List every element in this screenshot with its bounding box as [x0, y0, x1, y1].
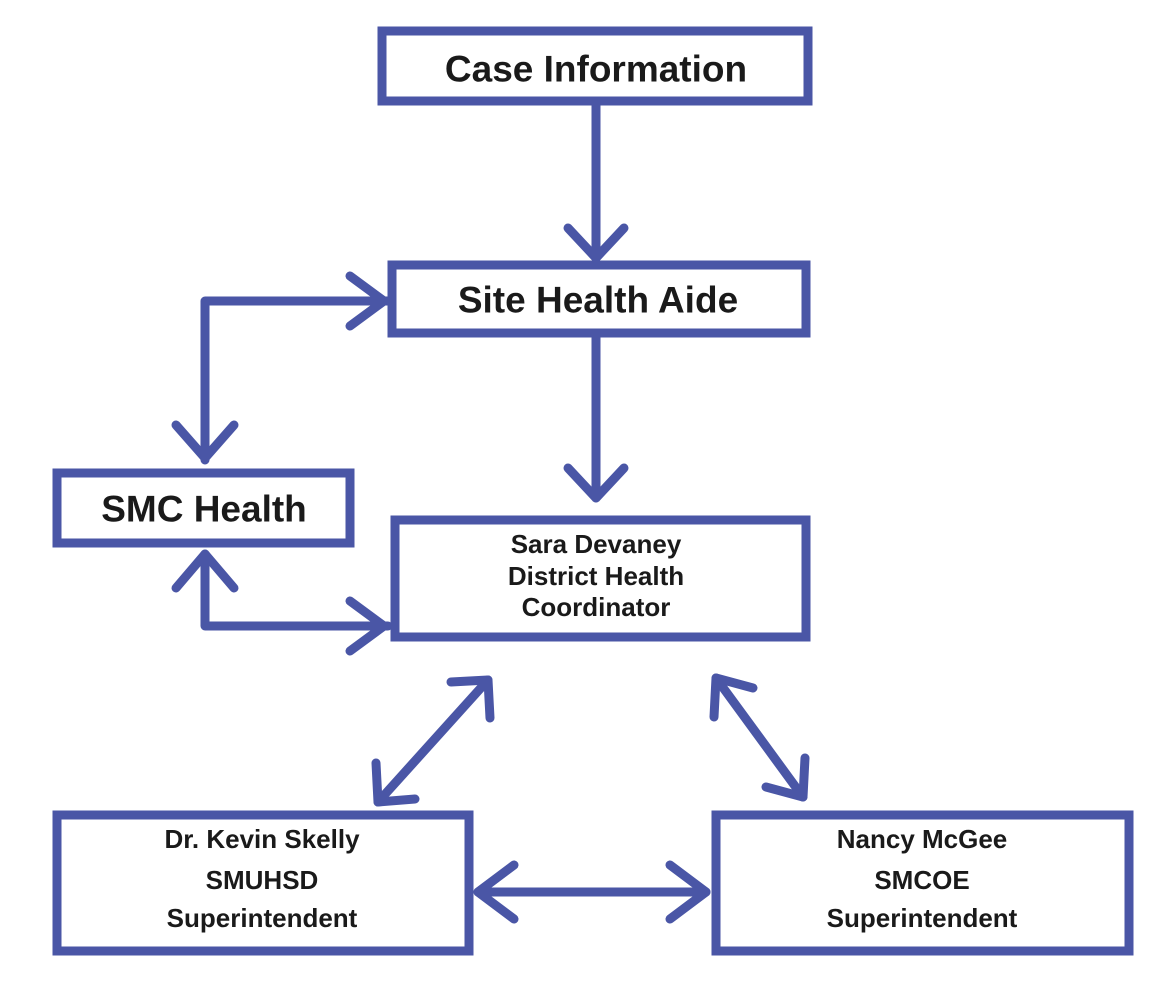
node-district-health-coordinator: Sara Devaney District Health Coordinator — [390, 515, 811, 642]
connectors — [171, 97, 810, 924]
node-case-information: Case Information — [377, 26, 813, 106]
smc-health-label: SMC Health — [101, 489, 307, 530]
smcoe-person-name: Nancy McGee — [837, 824, 1008, 854]
arrow-coordinator-smuhsd — [371, 675, 495, 807]
arrow-case-to-aide — [563, 97, 629, 263]
case-information-label: Case Information — [445, 49, 747, 90]
arrow-coordinator-smcoe — [709, 673, 810, 802]
arrow-smc-health-coordinator — [171, 549, 393, 656]
node-smuhsd-superintendent: Dr. Kevin Skelly SMUHSD Superintendent — [52, 810, 474, 956]
smcoe-org-name: SMCOE — [874, 865, 969, 895]
node-site-health-aide: Site Health Aide — [387, 260, 811, 338]
smuhsd-org-name: SMUHSD — [206, 865, 319, 895]
node-smc-health: SMC Health — [52, 468, 355, 548]
smuhsd-role: Superintendent — [167, 903, 358, 933]
arrow-smuhsd-smcoe — [473, 860, 711, 924]
arrow-aide-to-coordinator — [563, 331, 629, 503]
node-smcoe-superintendent: Nancy McGee SMCOE Superintendent — [711, 810, 1134, 956]
coordinator-name: Sara Devaney — [511, 529, 682, 559]
coordinator-title-line-2: Coordinator — [522, 592, 671, 622]
smcoe-role: Superintendent — [827, 903, 1018, 933]
arrow-aide-smc-health — [171, 271, 393, 465]
site-health-aide-label: Site Health Aide — [458, 280, 738, 321]
smuhsd-person-name: Dr. Kevin Skelly — [164, 824, 360, 854]
coordinator-title-line-1: District Health — [508, 561, 684, 591]
